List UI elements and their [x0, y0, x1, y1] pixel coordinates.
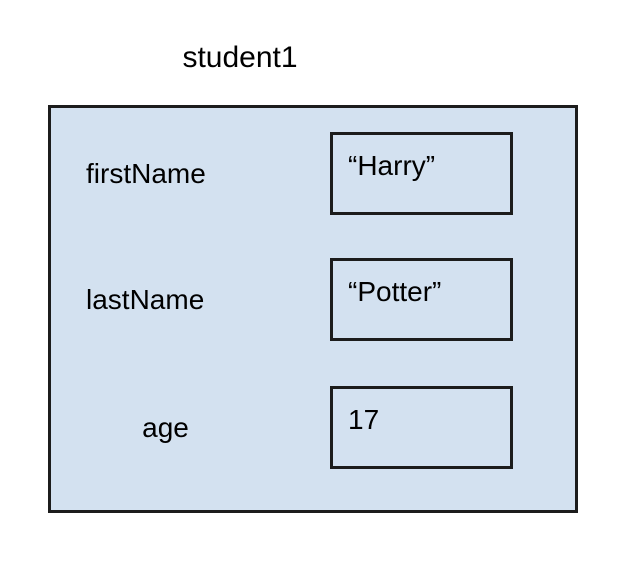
property-value-lastname: “Potter”: [348, 276, 442, 307]
property-value-firstname: “Harry”: [348, 150, 436, 181]
property-name-firstname: firstName: [86, 157, 206, 189]
property-value-box-age: 17: [330, 386, 513, 469]
property-name-lastname: lastName: [86, 283, 205, 315]
property-row: firstName “Harry”: [51, 132, 575, 215]
property-value-age: 17: [348, 404, 380, 435]
property-row: lastName “Potter”: [51, 258, 575, 341]
property-row: age 17: [51, 386, 575, 469]
property-value-box-lastname: “Potter”: [330, 258, 513, 341]
property-name-age: age: [142, 411, 189, 443]
object-box: firstName “Harry” lastName “Potter” age …: [48, 105, 578, 513]
object-title: student1: [182, 41, 298, 74]
property-value-box-firstname: “Harry”: [330, 132, 513, 215]
